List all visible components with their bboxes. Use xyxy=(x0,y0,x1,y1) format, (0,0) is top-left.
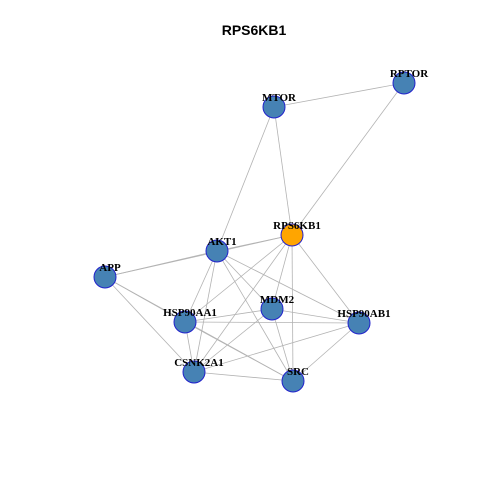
edge-mdm2-hsp90ab1 xyxy=(271,308,360,324)
edge-rps6kb1-csnk2a1 xyxy=(193,234,293,373)
node-circle[interactable] xyxy=(173,310,197,334)
node-circle[interactable] xyxy=(260,297,284,321)
edge-hsp90ab1-csnk2a1 xyxy=(193,322,360,373)
edge-layer xyxy=(104,82,405,382)
edge-akt1-app xyxy=(104,250,218,278)
node-circle[interactable] xyxy=(281,369,305,393)
node-rps6kb1[interactable]: RPS6KB1 xyxy=(273,220,321,247)
edge-mtor-rps6kb1 xyxy=(273,106,293,236)
node-csnk2a1[interactable]: CSNK2A1 xyxy=(174,357,224,384)
node-app[interactable]: APP xyxy=(93,262,121,289)
node-label: MTOR xyxy=(262,92,297,104)
edge-akt1-hsp90ab1 xyxy=(216,250,360,324)
node-akt1[interactable]: AKT1 xyxy=(205,236,237,263)
edge-mdm2-csnk2a1 xyxy=(193,308,273,373)
edge-mtor-akt1 xyxy=(216,106,275,252)
edge-rptor-rps6kb1 xyxy=(291,82,405,236)
edge-csnk2a1-src xyxy=(193,371,294,382)
edge-hsp90aa1-src xyxy=(184,321,294,382)
node-hsp90ab1[interactable]: HSP90AB1 xyxy=(337,308,391,335)
node-mdm2[interactable]: MDM2 xyxy=(260,294,295,321)
node-label: AKT1 xyxy=(207,236,236,248)
node-circle[interactable] xyxy=(280,223,304,247)
node-circle[interactable] xyxy=(262,95,286,119)
edge-hsp90ab1-src xyxy=(292,322,360,382)
edge-hsp90aa1-mdm2 xyxy=(184,308,273,323)
node-circle[interactable] xyxy=(182,360,206,384)
edge-akt1-src xyxy=(216,250,294,382)
node-src[interactable]: SRC xyxy=(281,366,309,393)
edge-rps6kb1-hsp90ab1 xyxy=(291,234,360,324)
node-label: HSP90AB1 xyxy=(337,308,390,320)
edge-mdm2-src xyxy=(271,308,294,382)
node-circle[interactable] xyxy=(205,239,229,263)
edge-rps6kb1-hsp90aa1 xyxy=(184,234,293,323)
node-label: SRC xyxy=(287,366,309,378)
edge-rps6kb1-mdm2 xyxy=(271,234,293,310)
edge-mtor-rptor xyxy=(273,82,405,108)
node-circle[interactable] xyxy=(392,71,416,95)
node-mtor[interactable]: MTOR xyxy=(262,92,297,119)
node-label: HSP90AA1 xyxy=(163,307,217,319)
node-label: CSNK2A1 xyxy=(174,357,224,369)
node-circle[interactable] xyxy=(93,265,117,289)
node-rptor[interactable]: RPTOR xyxy=(390,68,429,95)
node-label: MDM2 xyxy=(260,294,295,306)
node-circle[interactable] xyxy=(347,311,371,335)
edge-hsp90aa1-hsp90ab1 xyxy=(184,321,360,324)
edge-akt1-mdm2 xyxy=(216,250,273,310)
node-label: RPTOR xyxy=(390,68,429,80)
node-label: RPS6KB1 xyxy=(273,220,321,232)
edge-rps6kb1-src xyxy=(291,234,294,382)
edge-akt1-csnk2a1 xyxy=(193,250,218,373)
edge-akt1-hsp90aa1 xyxy=(184,250,218,323)
edge-app-csnk2a1 xyxy=(104,276,195,373)
node-label: APP xyxy=(99,262,121,274)
graph-title: RPS6KB1 xyxy=(222,22,287,38)
node-hsp90aa1[interactable]: HSP90AA1 xyxy=(163,307,217,334)
